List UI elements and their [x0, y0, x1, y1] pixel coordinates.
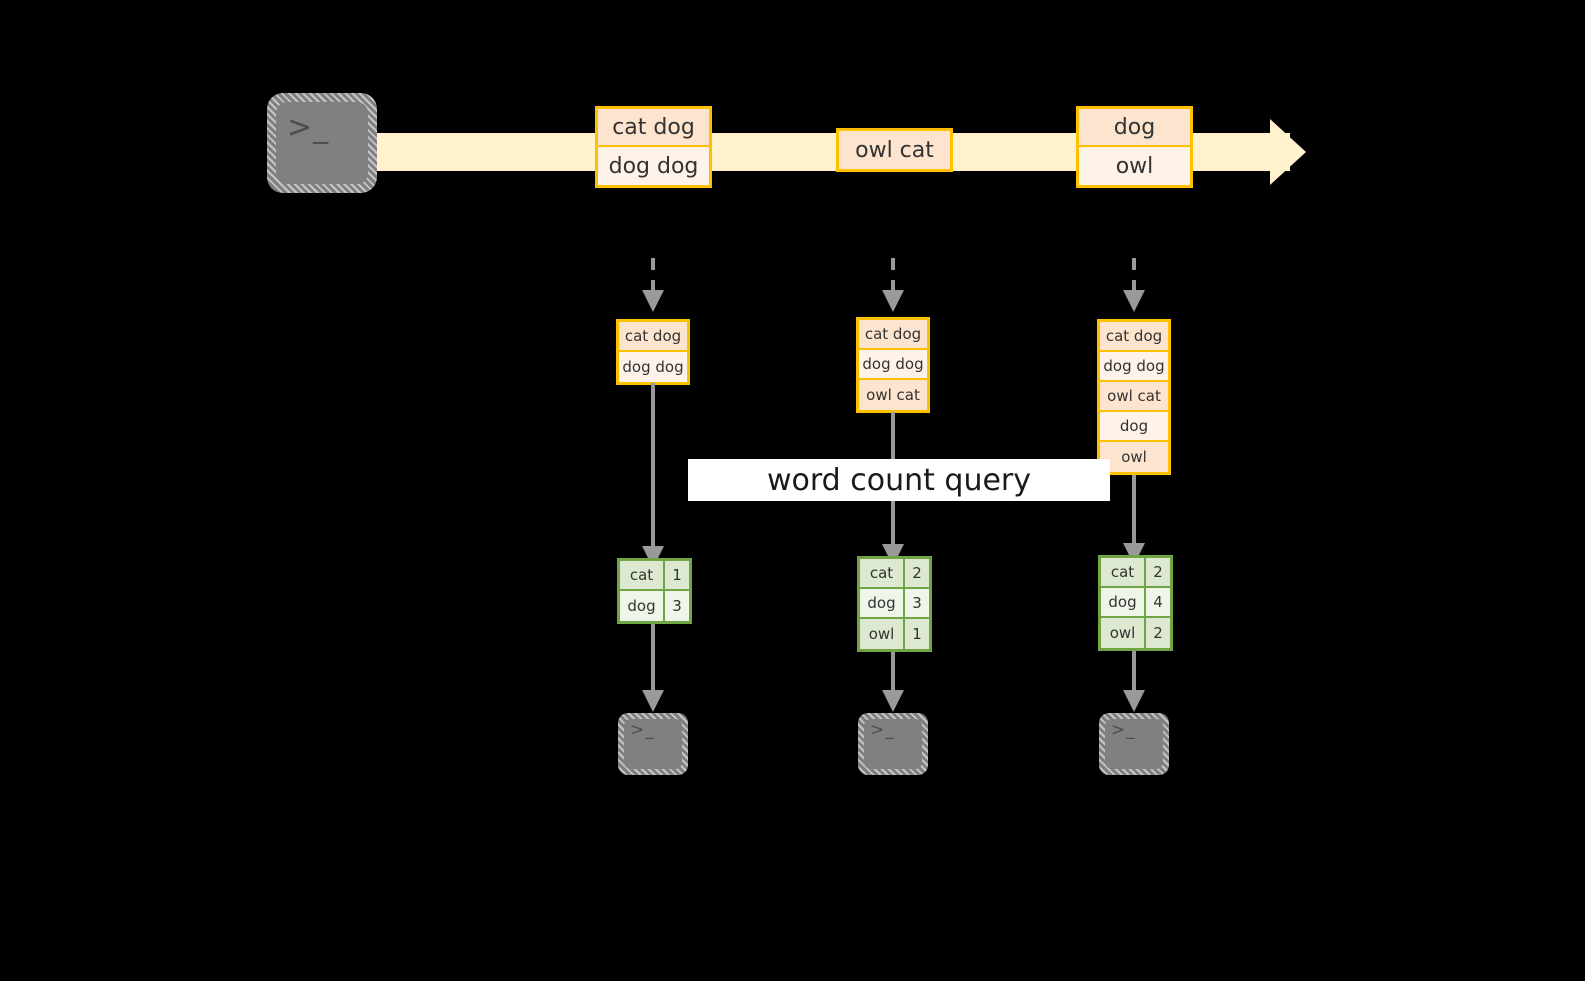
result-word: cat — [620, 561, 665, 589]
terminal-body — [864, 719, 922, 769]
stream-record: dog — [1079, 109, 1190, 147]
terminal-body — [1105, 719, 1163, 769]
stream-group-1: cat dog dog dog — [595, 106, 712, 188]
snapshot-record: cat dog — [859, 320, 927, 350]
stream-record: owl cat — [839, 131, 950, 169]
stream-record: owl — [1079, 147, 1190, 185]
stream-record: cat dog — [598, 109, 709, 147]
snapshot-2-tap-line — [891, 258, 895, 292]
snapshot-3-sink-line — [1132, 651, 1136, 696]
snapshot-1-query-line — [651, 383, 655, 551]
snapshot-2-result: cat 2 dog 3 owl 1 — [857, 556, 932, 652]
snapshot-record: owl cat — [1100, 382, 1168, 412]
terminal-prompt-glyph: >_ — [630, 720, 655, 740]
snapshot-1-sink-arrow-head — [642, 690, 664, 712]
snapshot-3-records: cat dog dog dog owl cat dog owl — [1097, 319, 1171, 475]
snapshot-3-query-line — [1132, 475, 1136, 549]
snapshot-1-sink-terminal-icon: >_ — [618, 713, 688, 775]
snapshot-2-sink-terminal-icon: >_ — [858, 713, 928, 775]
snapshot-3-sink-arrow-head — [1123, 690, 1145, 712]
snapshot-1-tap-arrow-head — [642, 290, 664, 312]
result-word: cat — [860, 559, 905, 587]
result-row: cat 2 — [860, 559, 929, 589]
snapshot-2-sink-arrow-head — [882, 690, 904, 712]
snapshot-1-tap-line — [651, 258, 655, 292]
snapshot-2-tap-arrow-head — [882, 290, 904, 312]
result-count: 4 — [1146, 588, 1170, 616]
result-word: owl — [860, 619, 905, 649]
result-row: dog 4 — [1101, 588, 1170, 618]
result-count: 2 — [1146, 618, 1170, 648]
snapshot-3-result: cat 2 dog 4 owl 2 — [1098, 555, 1173, 651]
snapshot-record: cat dog — [619, 322, 687, 352]
snapshot-record: owl cat — [859, 380, 927, 410]
source-terminal-icon: >_ — [267, 93, 377, 193]
snapshot-1-sink-line — [651, 624, 655, 696]
result-count: 2 — [1146, 558, 1170, 586]
snapshot-2-sink-line — [891, 652, 895, 696]
terminal-body — [276, 102, 368, 184]
result-count: 3 — [905, 589, 929, 617]
terminal-prompt-glyph: >_ — [870, 720, 895, 740]
result-row: owl 1 — [860, 619, 929, 649]
result-count: 2 — [905, 559, 929, 587]
result-row: owl 2 — [1101, 618, 1170, 648]
stream-group-3: dog owl — [1076, 106, 1193, 188]
result-row: cat 1 — [620, 561, 689, 591]
snapshot-3-tap-arrow-head — [1123, 290, 1145, 312]
result-word: dog — [1101, 588, 1146, 616]
snapshot-2-records: cat dog dog dog owl cat — [856, 317, 930, 413]
result-row: cat 2 — [1101, 558, 1170, 588]
snapshot-record: dog dog — [859, 350, 927, 380]
snapshot-record: owl — [1100, 442, 1168, 472]
snapshot-record: dog dog — [619, 352, 687, 382]
result-row: dog 3 — [620, 591, 689, 621]
snapshot-1-result: cat 1 dog 3 — [617, 558, 692, 624]
result-row: dog 3 — [860, 589, 929, 619]
snapshot-3-tap-line — [1132, 258, 1136, 292]
result-word: cat — [1101, 558, 1146, 586]
stream-group-2: owl cat — [836, 128, 953, 172]
result-count: 1 — [665, 561, 689, 589]
snapshot-1-records: cat dog dog dog — [616, 319, 690, 385]
result-word: owl — [1101, 618, 1146, 648]
snapshot-record: cat dog — [1100, 322, 1168, 352]
terminal-prompt-glyph: >_ — [1111, 720, 1136, 740]
stream-arrow-head — [1270, 119, 1306, 185]
terminal-prompt-glyph: >_ — [287, 110, 330, 145]
result-word: dog — [620, 591, 665, 621]
terminal-body — [624, 719, 682, 769]
result-count: 3 — [665, 591, 689, 621]
result-word: dog — [860, 589, 905, 617]
snapshot-record: dog dog — [1100, 352, 1168, 382]
query-caption: word count query — [688, 459, 1110, 501]
stream-record: dog dog — [598, 147, 709, 185]
result-count: 1 — [905, 619, 929, 649]
snapshot-3-sink-terminal-icon: >_ — [1099, 713, 1169, 775]
snapshot-record: dog — [1100, 412, 1168, 442]
